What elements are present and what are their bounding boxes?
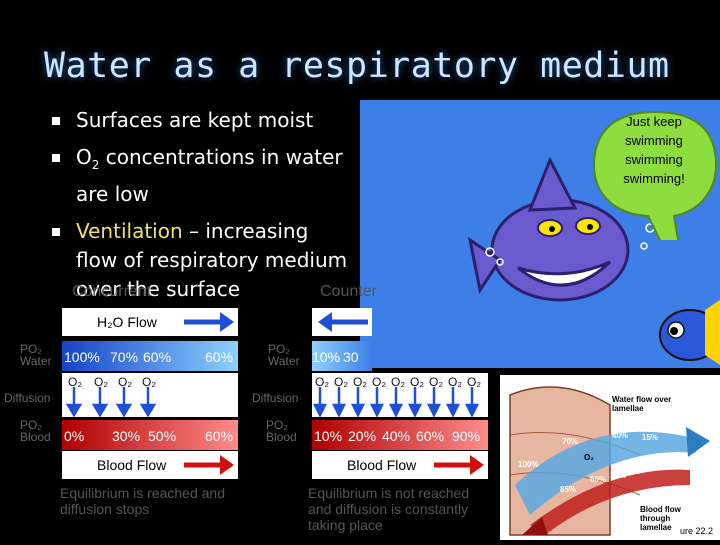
speech-bubble-text: Just keep swimming swimming swimming! <box>623 114 685 186</box>
blood-value-counter: 90% <box>452 428 481 444</box>
diffusion-label: Diffusion <box>4 391 51 405</box>
slide-title: Water as a respiratory medium <box>44 46 670 86</box>
water-po2-bar-counter <box>312 341 372 371</box>
concurrent-header: Concurrent <box>72 283 152 300</box>
blood-value-counter: 60% <box>416 428 445 444</box>
blood-po2-bar <box>62 420 238 450</box>
blood-flow-box: Blood Flow <box>62 451 238 479</box>
right-arrow-icon <box>434 455 484 475</box>
blood-flow-box-counter: Blood Flow <box>312 451 488 479</box>
figure-reference: ure 22.2 <box>680 526 714 536</box>
po2-blood-label: PO₂ Blood <box>20 418 51 444</box>
bullet-square-icon <box>52 154 60 162</box>
blood-value: 60% <box>205 428 234 444</box>
left-arrow-icon <box>318 312 368 332</box>
blood-value-counter: 20% <box>348 428 377 444</box>
right-arrow-icon <box>184 312 234 332</box>
bullet-item: O2 concentrations in water are low <box>52 143 352 209</box>
blood-value: 50% <box>148 428 177 444</box>
blood-value: 0% <box>64 428 85 444</box>
water-value: 100% <box>64 349 100 365</box>
right-arrow-icon <box>184 455 234 475</box>
speech-bubble <box>592 110 718 240</box>
bullet-item: Ventilation – increasing flow of respira… <box>52 217 352 304</box>
gill-illustration <box>509 386 710 536</box>
water-value: 60% <box>205 349 234 365</box>
countercurrent-caption: Equilibrium is not reached and diffusion… <box>308 485 470 533</box>
diffusion-arrows-icon <box>65 387 157 417</box>
bullet-square-icon <box>52 228 60 236</box>
diffusion-label-counter: Diffusion <box>252 391 299 405</box>
water-value-counter: 10% <box>312 349 341 365</box>
water-po2-bar <box>62 341 238 371</box>
po2-water-label-counter: PO₂ Water <box>268 342 300 368</box>
bullet-item: Surfaces are kept moist <box>52 106 352 135</box>
gill-lamella-figure: Water flow over lamellae Blood flow thro… <box>500 375 720 540</box>
highlight-word: Ventilation <box>76 219 183 243</box>
water-value: 70% <box>110 349 139 365</box>
shark-illustration <box>467 156 720 365</box>
concurrent-caption: Equilibrium is reached and diffusion sto… <box>60 485 225 517</box>
po2-blood-label-counter: PO₂ Blood <box>266 418 297 444</box>
blood-flow-label: Blood flow through lamellae <box>640 505 681 532</box>
bullet-list: Surfaces are kept moist O2 concentration… <box>52 106 352 312</box>
blood-po2-bar-counter <box>312 420 488 450</box>
blood-value-counter: 40% <box>382 428 411 444</box>
water-value-counter: 30 <box>343 349 359 365</box>
diffusion-row-counter: O₂ O₂ O₂ O₂ O₂ O₂ O₂ O₂ O₂ <box>312 373 488 417</box>
diffusion-row: O₂ O₂ O₂ O₂ <box>62 373 238 417</box>
water-flow-box: H₂O Flow <box>62 308 238 336</box>
water-value: 60% <box>143 349 172 365</box>
blood-value-counter: 10% <box>314 428 343 444</box>
bullet-square-icon <box>52 117 60 125</box>
water-flow-label: Water flow over lamellae <box>612 395 672 413</box>
po2-water-label: PO₂ Water <box>20 342 52 368</box>
water-flow-box-counter <box>312 308 372 336</box>
blood-value: 30% <box>112 428 141 444</box>
diffusion-arrows-icon <box>312 387 480 417</box>
countercurrent-header: Counter <box>320 283 377 300</box>
